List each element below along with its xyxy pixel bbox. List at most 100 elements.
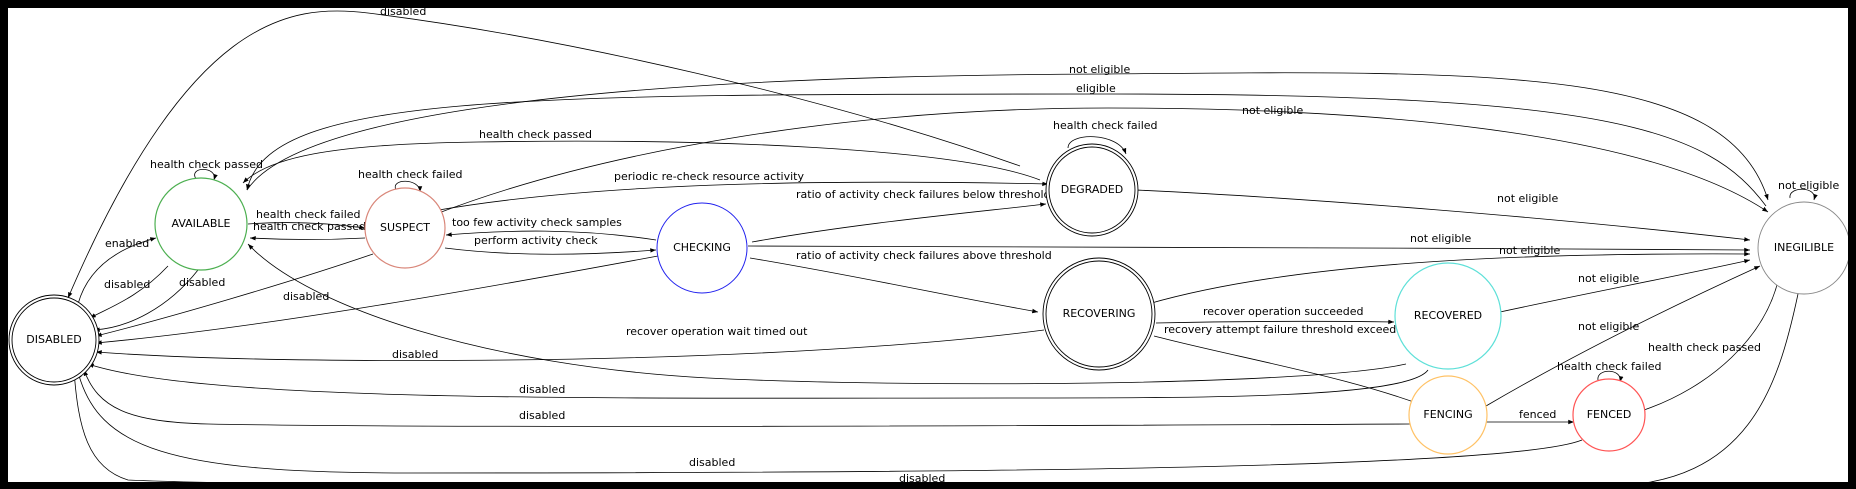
self-loop-fenced — [1597, 370, 1624, 383]
node-ineligible-ring — [1757, 201, 1848, 295]
node-checking: CHECKING — [656, 202, 748, 294]
node-disabled-inner-ring — [11, 297, 97, 383]
edge-label: not eligible — [1410, 232, 1471, 245]
edge-fenced-ineligible — [1643, 271, 1782, 411]
edge-checking-degraded — [751, 202, 1047, 243]
edge-recovered-ineligible — [1499, 259, 1751, 313]
node-recovering: RECOVERING — [1042, 257, 1156, 371]
edge-label: health check passed — [1648, 341, 1761, 354]
edge-checking-disabled — [95, 255, 659, 345]
node-disabled-ring — [8, 294, 100, 386]
edge-suspect-disabled — [95, 253, 374, 337]
edge-label: disabled — [179, 276, 225, 289]
edge-label: not eligible — [1497, 192, 1558, 205]
self-loop-suspect — [394, 180, 423, 193]
node-label: FENCING — [1423, 408, 1472, 421]
edge-checking-ineligible — [747, 245, 1751, 253]
edge-label: recover operation wait timed out — [626, 325, 808, 338]
edge-label: not eligible — [1578, 272, 1639, 285]
edge-label: disabled — [380, 8, 426, 18]
edge-label: health check failed — [1557, 360, 1662, 373]
node-checking-ring — [656, 202, 748, 294]
edge-label: eligible — [1076, 82, 1116, 95]
edge-label: not eligible — [1499, 244, 1560, 257]
edge-checking-recovering — [749, 257, 1039, 314]
edge-label: ratio of activity check failures above t… — [796, 249, 1052, 262]
edge-label: not eligible — [1242, 104, 1303, 117]
state-diagram: disabled not eligible eligible not eligi… — [8, 8, 1848, 482]
node-label: RECOVERED — [1414, 309, 1482, 322]
edge-label: disabled — [519, 409, 565, 422]
edge-label: periodic re-check resource activity — [614, 170, 804, 183]
node-available: AVAILABLE — [154, 177, 248, 271]
node-fencing: FENCING — [1408, 375, 1488, 455]
edge-label: fenced — [1519, 408, 1556, 421]
node-fenced: FENCED — [1572, 378, 1646, 452]
edge-fencing-ineligible — [1485, 265, 1761, 407]
node-degraded-ring — [1045, 143, 1139, 237]
edge-suspect-available — [249, 236, 366, 241]
edge-suspect-ineligible — [246, 72, 1769, 201]
node-ineligible: INEGILIBLE — [1757, 201, 1848, 295]
edge-label: recover operation succeeded — [1203, 305, 1364, 318]
self-loop-degraded — [1067, 136, 1127, 155]
edge-available-disabled — [89, 265, 169, 319]
edge-ineligible-disabled — [72, 293, 1799, 482]
edge-label: disabled — [392, 348, 438, 361]
edge-label: disabled — [689, 456, 735, 469]
edge-label: health check passed — [479, 128, 592, 141]
edge-available-suspect — [247, 222, 366, 230]
node-recovered: RECOVERED — [1394, 262, 1502, 370]
edge-available-disabled-top — [67, 10, 1021, 299]
edge-label: not eligible — [1778, 179, 1839, 192]
edge-checking-suspect — [445, 230, 657, 241]
edge-label: disabled — [104, 278, 150, 291]
edge-suspect-checking — [444, 247, 657, 255]
node-disabled: DISABLED — [8, 294, 100, 386]
edge-recovering-fencing — [1153, 335, 1441, 413]
node-label: AVAILABLE — [172, 217, 231, 230]
edge-degraded-ineligible — [1135, 189, 1751, 242]
edge-suspect-degraded — [432, 181, 1049, 212]
diagram-canvas: disabled not eligible eligible not eligi… — [8, 8, 1848, 482]
edge-disabled-available — [77, 237, 157, 305]
edge-label: not eligible — [1578, 320, 1639, 333]
node-label: INEGILIBLE — [1774, 241, 1834, 254]
edge-recovering-recovered — [1155, 319, 1395, 325]
edge-recovering-ineligible — [1147, 251, 1751, 305]
edge-label: disabled — [899, 472, 945, 482]
self-loop-available — [194, 168, 218, 181]
edge-recovered-disabled — [87, 363, 1429, 399]
edge-label: perform activity check — [474, 234, 598, 247]
node-available-ring — [154, 177, 248, 271]
node-fencing-ring — [1408, 375, 1488, 455]
edge-label: not eligible — [1069, 63, 1130, 76]
edge-label: disabled — [519, 383, 565, 396]
node-label: DEGRADED — [1061, 183, 1124, 196]
edge-fencing-disabled — [83, 369, 1411, 427]
node-recovered-ring — [1394, 262, 1502, 370]
node-recovering-inner-ring — [1045, 260, 1153, 368]
edge-label: too few activity check samples — [452, 216, 622, 229]
node-degraded-inner-ring — [1048, 146, 1136, 234]
node-label: RECOVERING — [1063, 307, 1136, 320]
edge-fenced-disabled — [77, 371, 1583, 474]
edge-ineligible-available — [246, 93, 1767, 207]
edge-checking-ineligible-top — [435, 107, 1769, 215]
edge-label: disabled — [283, 290, 329, 303]
node-fenced-ring — [1572, 378, 1646, 452]
edge-recovered-available — [247, 243, 1407, 385]
self-loop-ineligible — [1789, 188, 1818, 201]
edge-label: ratio of activity check failures below t… — [796, 188, 1051, 201]
node-label: SUSPECT — [380, 221, 430, 234]
edge-degraded-available — [242, 140, 1041, 184]
node-label: FENCED — [1587, 408, 1632, 421]
edge-label: enabled — [105, 237, 149, 250]
node-degraded: DEGRADED — [1045, 143, 1139, 237]
edge-label: health check failed — [358, 168, 463, 181]
edge-label: health check failed — [1053, 119, 1158, 132]
edge-available-disabled-2 — [93, 269, 199, 332]
node-recovering-ring — [1042, 257, 1156, 371]
edge-label: health check passed — [150, 158, 263, 171]
node-label: DISABLED — [26, 333, 82, 346]
